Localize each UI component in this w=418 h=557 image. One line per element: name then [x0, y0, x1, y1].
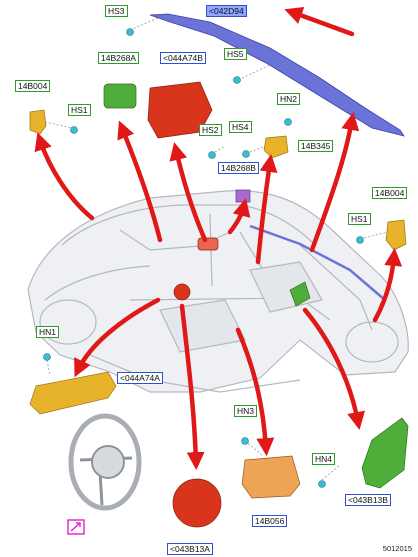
screw-hs1-left [70, 126, 78, 134]
label-042d94: <042D94 [206, 5, 247, 17]
label-hs1-right: HS1 [348, 213, 371, 225]
label-hn3: HN3 [234, 405, 258, 417]
arrow-to-044a74a [74, 297, 161, 378]
side-airbag-043b13b [361, 417, 409, 489]
side-airbag-in-car [289, 281, 311, 307]
arrow-to-14b056 [235, 327, 275, 457]
label-14b268a: 14B268A [98, 52, 139, 64]
curtain-airbag-in-car [249, 224, 386, 301]
label-14b004-left: 14B004 [15, 80, 51, 92]
label-043b13b: <043B13B [345, 494, 391, 506]
sensor-14b345 [263, 135, 289, 159]
screw-hn1 [43, 353, 51, 361]
arrow-to-043b13b [302, 307, 365, 430]
arrow-to-042d94 [284, 6, 355, 37]
label-044a74a: <044A74A [117, 372, 163, 384]
label-hs5: HS5 [224, 48, 247, 60]
sensor-14b004-left [29, 109, 47, 135]
module-14b268a [103, 83, 137, 109]
label-hn2: HN2 [277, 93, 301, 105]
driver-airbag-043b13a [172, 478, 222, 528]
green-modules [103, 83, 409, 489]
arrow-to-14b268b [227, 198, 251, 235]
screw-hs1-right [356, 236, 364, 244]
arrow-to-044a74b [169, 142, 208, 243]
screw-hs2 [208, 151, 216, 159]
sensor-14b004-right [385, 219, 407, 251]
screw-hn4 [318, 480, 326, 488]
label-14b268b: 14B268B [218, 162, 259, 174]
arrow-to-043b13a [179, 303, 205, 471]
screw-hs5 [233, 76, 241, 84]
knee-airbag-044a74a [29, 371, 117, 415]
fasteners [43, 28, 364, 488]
screw-hs4 [242, 150, 250, 158]
screw-hn3 [241, 437, 249, 445]
arrow-to-curtain [309, 112, 360, 253]
curtain-airbag [149, 13, 405, 137]
airbag-in-car [173, 283, 191, 301]
steering-wheel [68, 413, 142, 511]
arrow-to-14b345 [255, 153, 278, 265]
sensor-14b268b [235, 189, 251, 203]
label-14b056: 14B056 [252, 515, 288, 527]
arrow-to-14b004-left [34, 132, 95, 221]
diagram-reference-number: 5012015 [382, 544, 412, 553]
label-044a74b: <044A74B [160, 52, 206, 64]
arrow-to-14b268a [117, 120, 163, 243]
label-hs3: HS3 [105, 5, 128, 17]
label-hs1-left: HS1 [68, 104, 91, 116]
callout-arrows [34, 6, 403, 471]
label-14b345: 14B345 [298, 140, 334, 152]
screw-hn2 [284, 118, 292, 126]
yellow-parts [29, 109, 407, 415]
label-hs4: HS4 [229, 121, 252, 133]
passenger-airbag-in-car [197, 237, 219, 251]
red-modules [147, 81, 222, 528]
label-14b004-right: 14B004 [372, 187, 408, 199]
screw-hs3 [126, 28, 134, 36]
label-hn1: HN1 [36, 326, 60, 338]
label-043b13a: <043B13A [167, 543, 213, 555]
restraint-control-module-14b056 [241, 455, 301, 499]
label-hn4: HN4 [312, 453, 336, 465]
label-hs2: HS2 [199, 124, 222, 136]
arrow-to-14b004-right [372, 247, 403, 323]
